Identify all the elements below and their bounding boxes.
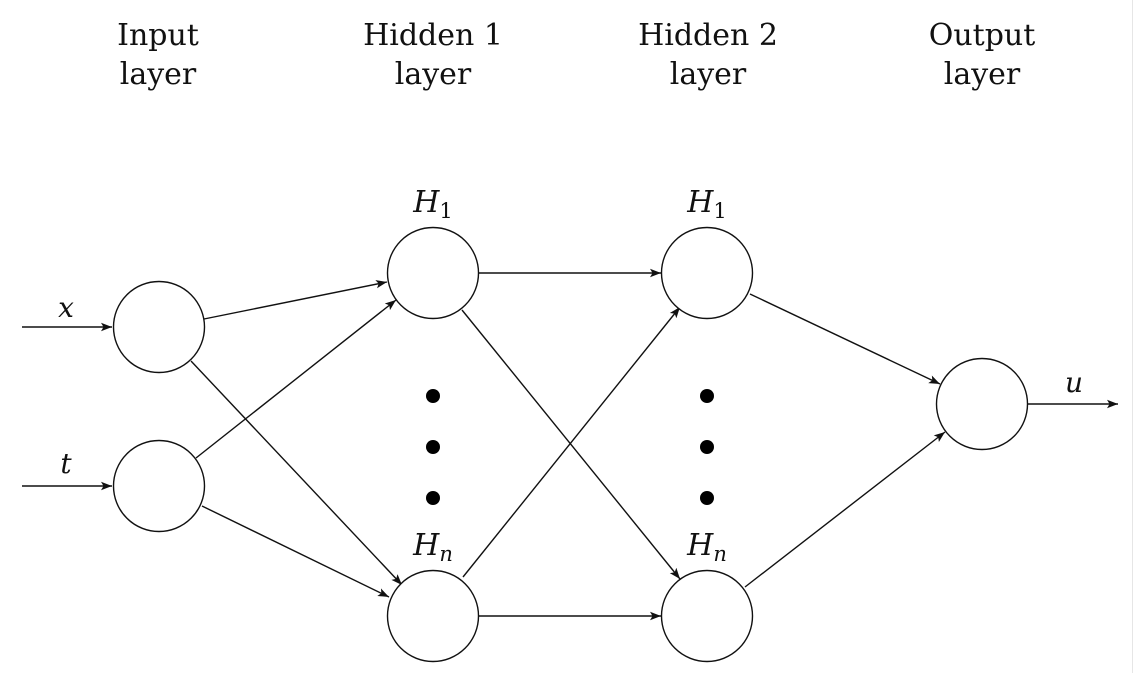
hidden1-bottom-label-sub: n [439, 542, 453, 566]
output-u-label: u [1065, 366, 1083, 399]
hidden1-layer-title: Hidden 1 layer [333, 16, 533, 94]
hidden1-top-label-base: H [412, 185, 440, 220]
hidden1-ellipsis-dot-3 [426, 491, 440, 505]
hidden1-top-label: H1 [412, 185, 453, 223]
edge-x-h1bottom [190, 360, 403, 586]
edge-t-h1bottom [201, 505, 390, 598]
hidden2-bottom-label: Hn [686, 528, 727, 566]
hidden1-top-label-sub: 1 [439, 199, 452, 223]
hidden2-layer-title: Hidden 2 layer [608, 16, 808, 94]
hidden2-top-label-sub: 1 [713, 199, 726, 223]
input-layer-title-line2: layer [119, 57, 197, 92]
output-layer-title: Output layer [882, 16, 1082, 94]
output-layer-title-line1: Output [928, 18, 1036, 53]
edge-h1bottom-h2top [462, 306, 681, 578]
hidden1-ellipsis-dot-2 [426, 440, 440, 454]
hidden2-top-label: H1 [686, 185, 727, 223]
hidden1-layer-title-line2: layer [394, 57, 472, 92]
hidden2-top-label-base: H [686, 185, 714, 220]
hidden1-bottom-label-base: H [412, 528, 440, 563]
input-layer-title-line1: Input [117, 18, 199, 53]
hidden2-bottom-label-base: H [686, 528, 714, 563]
hidden1-node-top [386, 226, 480, 320]
edge-h1top-h2bottom [461, 309, 681, 580]
hidden2-bottom-label-sub: n [713, 542, 727, 566]
hidden2-layer-title-line1: Hidden 2 [638, 18, 778, 53]
edge-t-h1top [195, 299, 397, 459]
hidden2-ellipsis-dot-1 [700, 389, 714, 403]
hidden1-bottom-label: Hn [412, 528, 453, 566]
edge-h2bottom-output [744, 431, 946, 588]
output-node [935, 357, 1029, 451]
input-t-label: t [60, 447, 72, 480]
edge-x-h1top [203, 280, 388, 320]
input-node-t [112, 439, 206, 533]
hidden2-layer-title-line2: layer [669, 57, 747, 92]
input-node-x [112, 280, 206, 374]
hidden2-ellipsis-dot-3 [700, 491, 714, 505]
hidden2-ellipsis-dot-2 [700, 440, 714, 454]
hidden1-layer-title-line1: Hidden 1 [363, 18, 503, 53]
hidden2-node-bottom [660, 569, 754, 663]
input-x-label: x [58, 291, 74, 324]
input-layer-title: Input layer [58, 16, 258, 94]
output-layer-title-line2: layer [943, 57, 1021, 92]
hidden2-node-top [660, 226, 754, 320]
hidden1-ellipsis-dot-1 [426, 389, 440, 403]
hidden1-node-bottom [386, 569, 480, 663]
edge-h2top-output [749, 293, 941, 385]
